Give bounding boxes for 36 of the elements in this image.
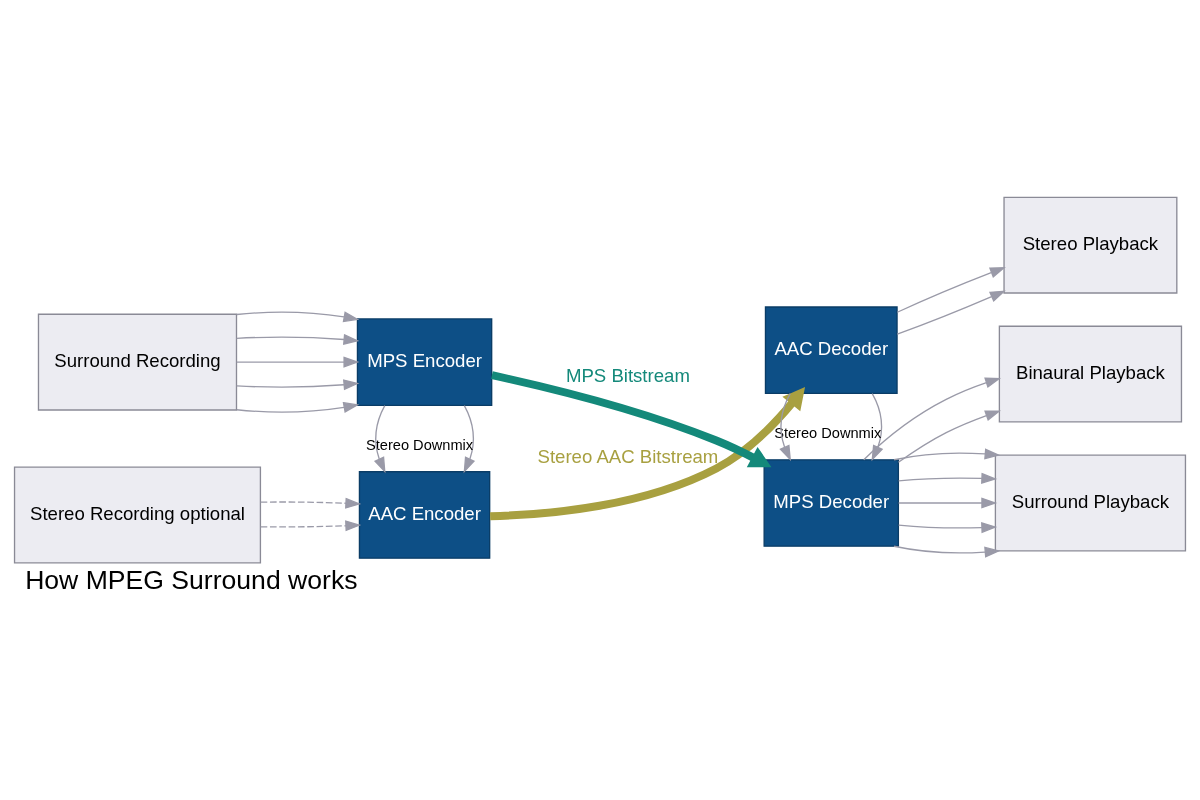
- arrow: [260, 520, 362, 532]
- node-box: AAC Encoder: [358, 471, 491, 559]
- arrow: [373, 405, 386, 474]
- node-box: Surround Playback: [994, 454, 1187, 552]
- diagram-title: How MPEG Surround works: [25, 565, 358, 596]
- arrow: [896, 267, 1006, 313]
- arrow: [260, 497, 362, 509]
- node-box: Binaural Playback: [998, 325, 1183, 423]
- arrow: [236, 356, 360, 368]
- arrow: [779, 393, 792, 462]
- node-box: Surround Recording: [37, 313, 238, 411]
- edge-label: MPS Bitstream: [565, 365, 690, 387]
- arrow: [236, 311, 360, 323]
- edge-label: Stereo Downmix: [365, 436, 474, 453]
- node-box: AAC Decoder: [764, 306, 898, 394]
- arrow: [897, 497, 998, 509]
- arrow: [897, 522, 998, 534]
- arrow: [490, 387, 806, 521]
- node-box: Stereo Playback: [1003, 196, 1178, 294]
- arrow: [463, 405, 476, 474]
- node-box: MPS Decoder: [763, 459, 900, 547]
- edge-label: Stereo Downmix: [774, 424, 882, 441]
- arrow: [236, 379, 360, 391]
- arrow: [897, 410, 1002, 463]
- arrow: [871, 393, 884, 462]
- arrow: [236, 401, 360, 413]
- arrow: [893, 448, 1001, 461]
- arrow: [863, 377, 1002, 461]
- arrow: [897, 472, 998, 484]
- arrow: [236, 333, 360, 346]
- node-box: Stereo Recording optional: [13, 466, 262, 564]
- arrow: [896, 290, 1006, 335]
- arrow: [491, 371, 772, 468]
- node-box: MPS Encoder: [356, 318, 493, 406]
- arrow: [893, 545, 1001, 558]
- edge-label: Stereo AAC Bitstream: [537, 446, 719, 468]
